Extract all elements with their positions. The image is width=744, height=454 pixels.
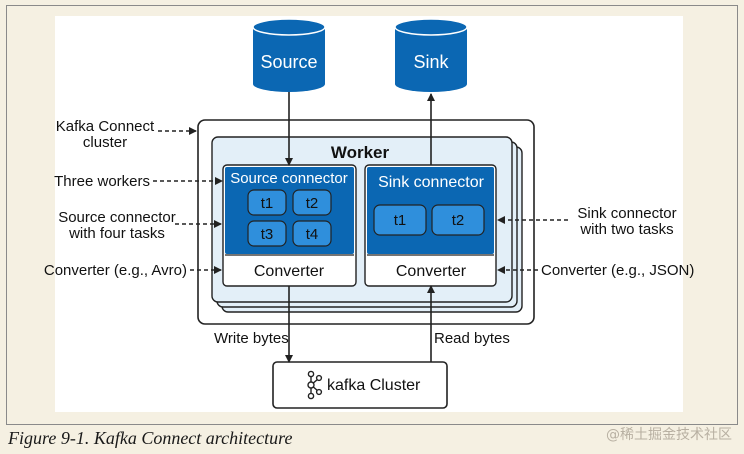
source-task-t3: t3 [247,220,287,247]
source-task-t4: t4 [292,220,332,247]
sink-connector-callout-line1: Sink connector [577,205,676,222]
read-bytes-label: Read bytes [434,330,510,347]
json-converter-callout: Converter (e.g., JSON) [541,262,694,279]
sink-database: Sink [394,18,468,92]
sink-converter-label: Converter [396,263,467,280]
connect-cluster-callout-line2: cluster [83,134,127,151]
kafka-logo-icon [307,370,323,400]
source-converter-label: Converter [254,263,325,280]
source-connector-callout-line1: Source connector [58,209,176,226]
svg-text:t3: t3 [261,226,274,243]
three-workers-callout: Three workers [54,173,150,190]
source-connector-label: Source connector [230,170,348,187]
avro-converter-callout: Converter (e.g., Avro) [44,262,187,279]
sink-task-t2: t2 [431,204,485,236]
svg-text:t1: t1 [394,212,407,229]
figure-caption: Figure 9-1. Kafka Connect architecture [8,428,293,448]
connect-cluster-callout-line1: Kafka Connect [56,118,155,135]
source-task-t1: t1 [247,189,287,216]
svg-text:t1: t1 [261,195,274,212]
kafka-cluster-label: kafka Cluster [327,377,421,394]
sink-connector-label: Sink connector [378,174,485,191]
kafka-cluster-box: kafka Cluster [272,361,448,409]
source-label: Source [260,52,317,72]
svg-text:t2: t2 [452,212,465,229]
svg-text:t2: t2 [306,195,319,212]
sink-label: Sink [413,52,449,72]
source-database: Source [252,18,326,92]
worker-label: Worker [331,143,390,162]
write-bytes-label: Write bytes [214,330,289,347]
source-connector-callout-line2: with four tasks [68,225,165,242]
source-task-t2: t2 [292,189,332,216]
sink-connector-callout-line2: with two tasks [579,221,673,238]
svg-text:t4: t4 [306,226,319,243]
watermark: @稀土掘金技术社区 [606,427,732,443]
sink-task-t1: t1 [373,204,427,236]
